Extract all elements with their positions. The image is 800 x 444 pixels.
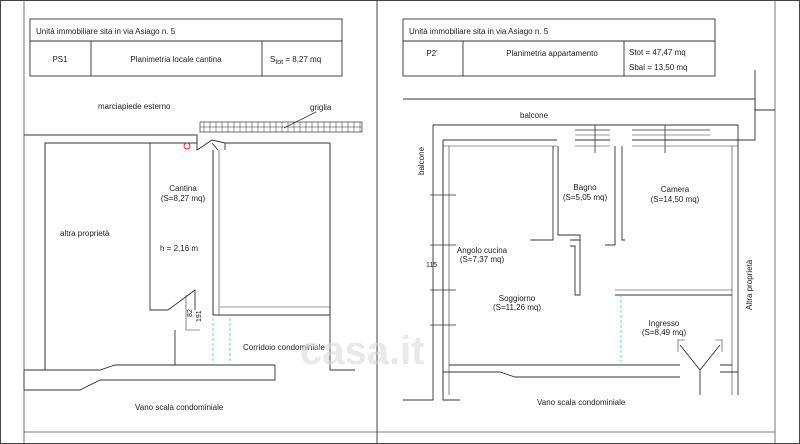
entrance-door (679, 344, 721, 395)
door-dim-top: 82 (187, 309, 194, 317)
label-entrance-name: Ingresso (649, 319, 680, 328)
cantina-corner (211, 142, 219, 151)
balcony-outline (403, 98, 756, 401)
label-balcony-side: balcone (417, 146, 426, 175)
right-header-title: Unità immobiliare sita in via Asiago n. … (409, 27, 549, 36)
apartment-south-wall (443, 371, 738, 378)
bath-walls (530, 146, 581, 241)
grate-hatch (200, 122, 362, 132)
left-plan-code: PS1 (52, 55, 68, 64)
label-bath-name: Bagno (573, 183, 597, 192)
door-dim-lines (185, 295, 200, 331)
entrance-door-jambs (677, 339, 723, 352)
label-bath-area: (S=5,05 mq) (563, 193, 608, 202)
right-plan-code: P2' (426, 49, 438, 58)
label-corridor: Corridoio condominiale (243, 343, 325, 352)
label-other-property-right: Altra proprietà (745, 259, 754, 310)
right-bottom-stub (403, 395, 460, 401)
label-living-name: Soggiorno (499, 294, 536, 303)
label-bedroom-area: (S=14,50 mq) (651, 195, 700, 204)
left-floor-plan: marciapiede esterno griglia 82 191 (23, 102, 363, 412)
dim-115: 115 (426, 262, 437, 269)
window-ticks-north (575, 125, 710, 153)
right-floor-plan: balcone balcone 115 Bagno (S=5,0 (403, 70, 775, 407)
label-bedroom-name: Camera (661, 185, 690, 194)
label-kitchen-name: Angolo cucina (457, 246, 508, 255)
left-area-total: Stot = 8,27 mq (270, 55, 321, 66)
cantina-west-wall (149, 143, 168, 311)
bath-door-jamb (570, 239, 581, 296)
cantina-door-swing (167, 289, 196, 311)
left-header-title: Unità immobiliare sita in via Asiago n. … (36, 27, 176, 36)
window-ticks-west (430, 194, 456, 326)
label-other-property-left: altra proprietà (60, 229, 110, 238)
label-kitchen-area: (S=7,37 mq) (460, 255, 505, 264)
reference-marker (183, 142, 191, 150)
right-title-block: Unità immobiliare sita in via Asiago n. … (402, 18, 716, 77)
corridor-bottom-wall (45, 364, 276, 391)
label-sidewalk: marciapiede esterno (98, 102, 171, 111)
bedroom-west-wall (605, 146, 625, 246)
grate-leader (283, 111, 317, 129)
label-balcony-top: balcone (520, 111, 549, 120)
label-living-area: (S=11,26 mq) (493, 303, 541, 312)
door-dim-bottom: 191 (196, 310, 203, 322)
label-cantina-area: (S=8,27 mq) (161, 194, 206, 203)
label-grate: griglia (310, 103, 332, 112)
right-plan-title: Planimetria appartamento (506, 49, 598, 58)
left-plan-title: Planimetria locale cantina (130, 55, 222, 64)
label-stair-left: Vano scala condominiale (135, 403, 224, 412)
label-entrance-area: (S=8,49 mq) (642, 328, 687, 337)
label-cantina-height: h = 2,16 m (160, 244, 198, 253)
right-area-total: Stot = 47,47 mq (629, 48, 686, 57)
left-title-block: Unità immobiliare sita in via Asiago n. … (29, 18, 343, 77)
watermark-logo: casa.it (300, 329, 425, 373)
label-stair-right: Vano scala condominiale (537, 398, 626, 407)
right-area-balcony: Sbal = 13,50 mq (629, 63, 687, 72)
cantina-entrance-notch (196, 139, 226, 151)
balcony-right-stub (754, 99, 775, 111)
bedroom-corner (605, 240, 616, 246)
cantina-east-wall (212, 143, 331, 316)
label-cantina-name: Cantina (169, 184, 197, 193)
